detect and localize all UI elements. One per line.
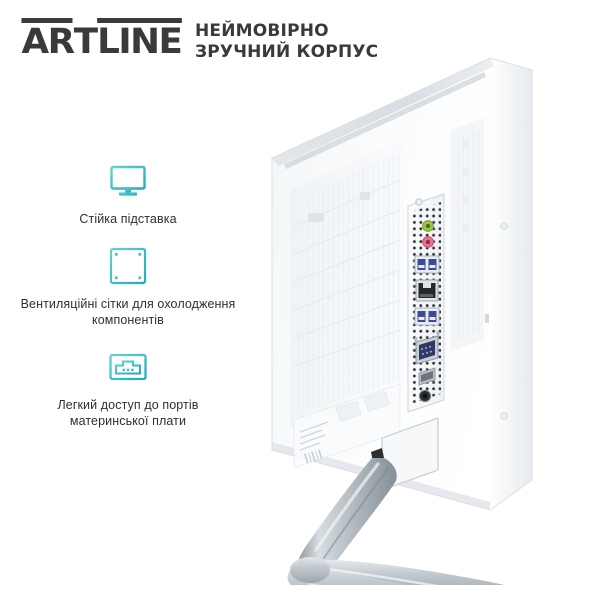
ventilation-grille-secondary (450, 118, 484, 352)
io-plate-screw (415, 198, 423, 206)
tagline: НЕЙМОВІРНО ЗРУЧНИЙ КОРПУС (194, 21, 379, 62)
monitor-icon (107, 160, 149, 202)
artline-logo: AR T LINE (21, 16, 183, 62)
feature-item-ports: Легкий доступ до портів материнської пла… (18, 346, 238, 429)
usb3-port-lower (414, 307, 440, 326)
ethernet-rj45-port (415, 279, 439, 302)
audio-out-jack (422, 220, 434, 232)
feature-label-stand: Стійка підставка (79, 212, 177, 226)
feature-label-ports: Легкий доступ до портів материнської пла… (57, 398, 199, 428)
feature-item-ventilation: Вентиляційні сітки для охолодження компо… (18, 245, 238, 328)
logo-text-ar: AR (21, 17, 75, 60)
usb3-port-upper (414, 255, 440, 274)
feature-label-ventilation: Вентиляційні сітки для охолодження компо… (20, 297, 236, 327)
logo-text-t: T (73, 22, 98, 62)
panel-screws (500, 222, 508, 420)
hdmi-port (418, 367, 436, 386)
header: AR T LINE НЕЙМОВІРНО ЗРУЧНИЙ КОРПУС (21, 16, 410, 63)
feature-item-stand: Стійка підставка (18, 160, 238, 227)
logo-text-line: LINE (97, 17, 183, 60)
power-jack (418, 389, 432, 403)
product-image (232, 40, 584, 585)
ports-panel-icon (107, 346, 149, 388)
monitor-stand (287, 458, 504, 585)
vga-dsub-port (414, 331, 440, 365)
kensington-lock-slot (485, 314, 489, 323)
ventilation-grille (290, 138, 404, 428)
microphone-jack (422, 236, 434, 248)
feature-list: Стійка підставка (18, 160, 238, 447)
io-port-panel (407, 193, 445, 413)
ventilation-grid-icon (107, 245, 149, 287)
product-label-sticker (293, 383, 401, 469)
